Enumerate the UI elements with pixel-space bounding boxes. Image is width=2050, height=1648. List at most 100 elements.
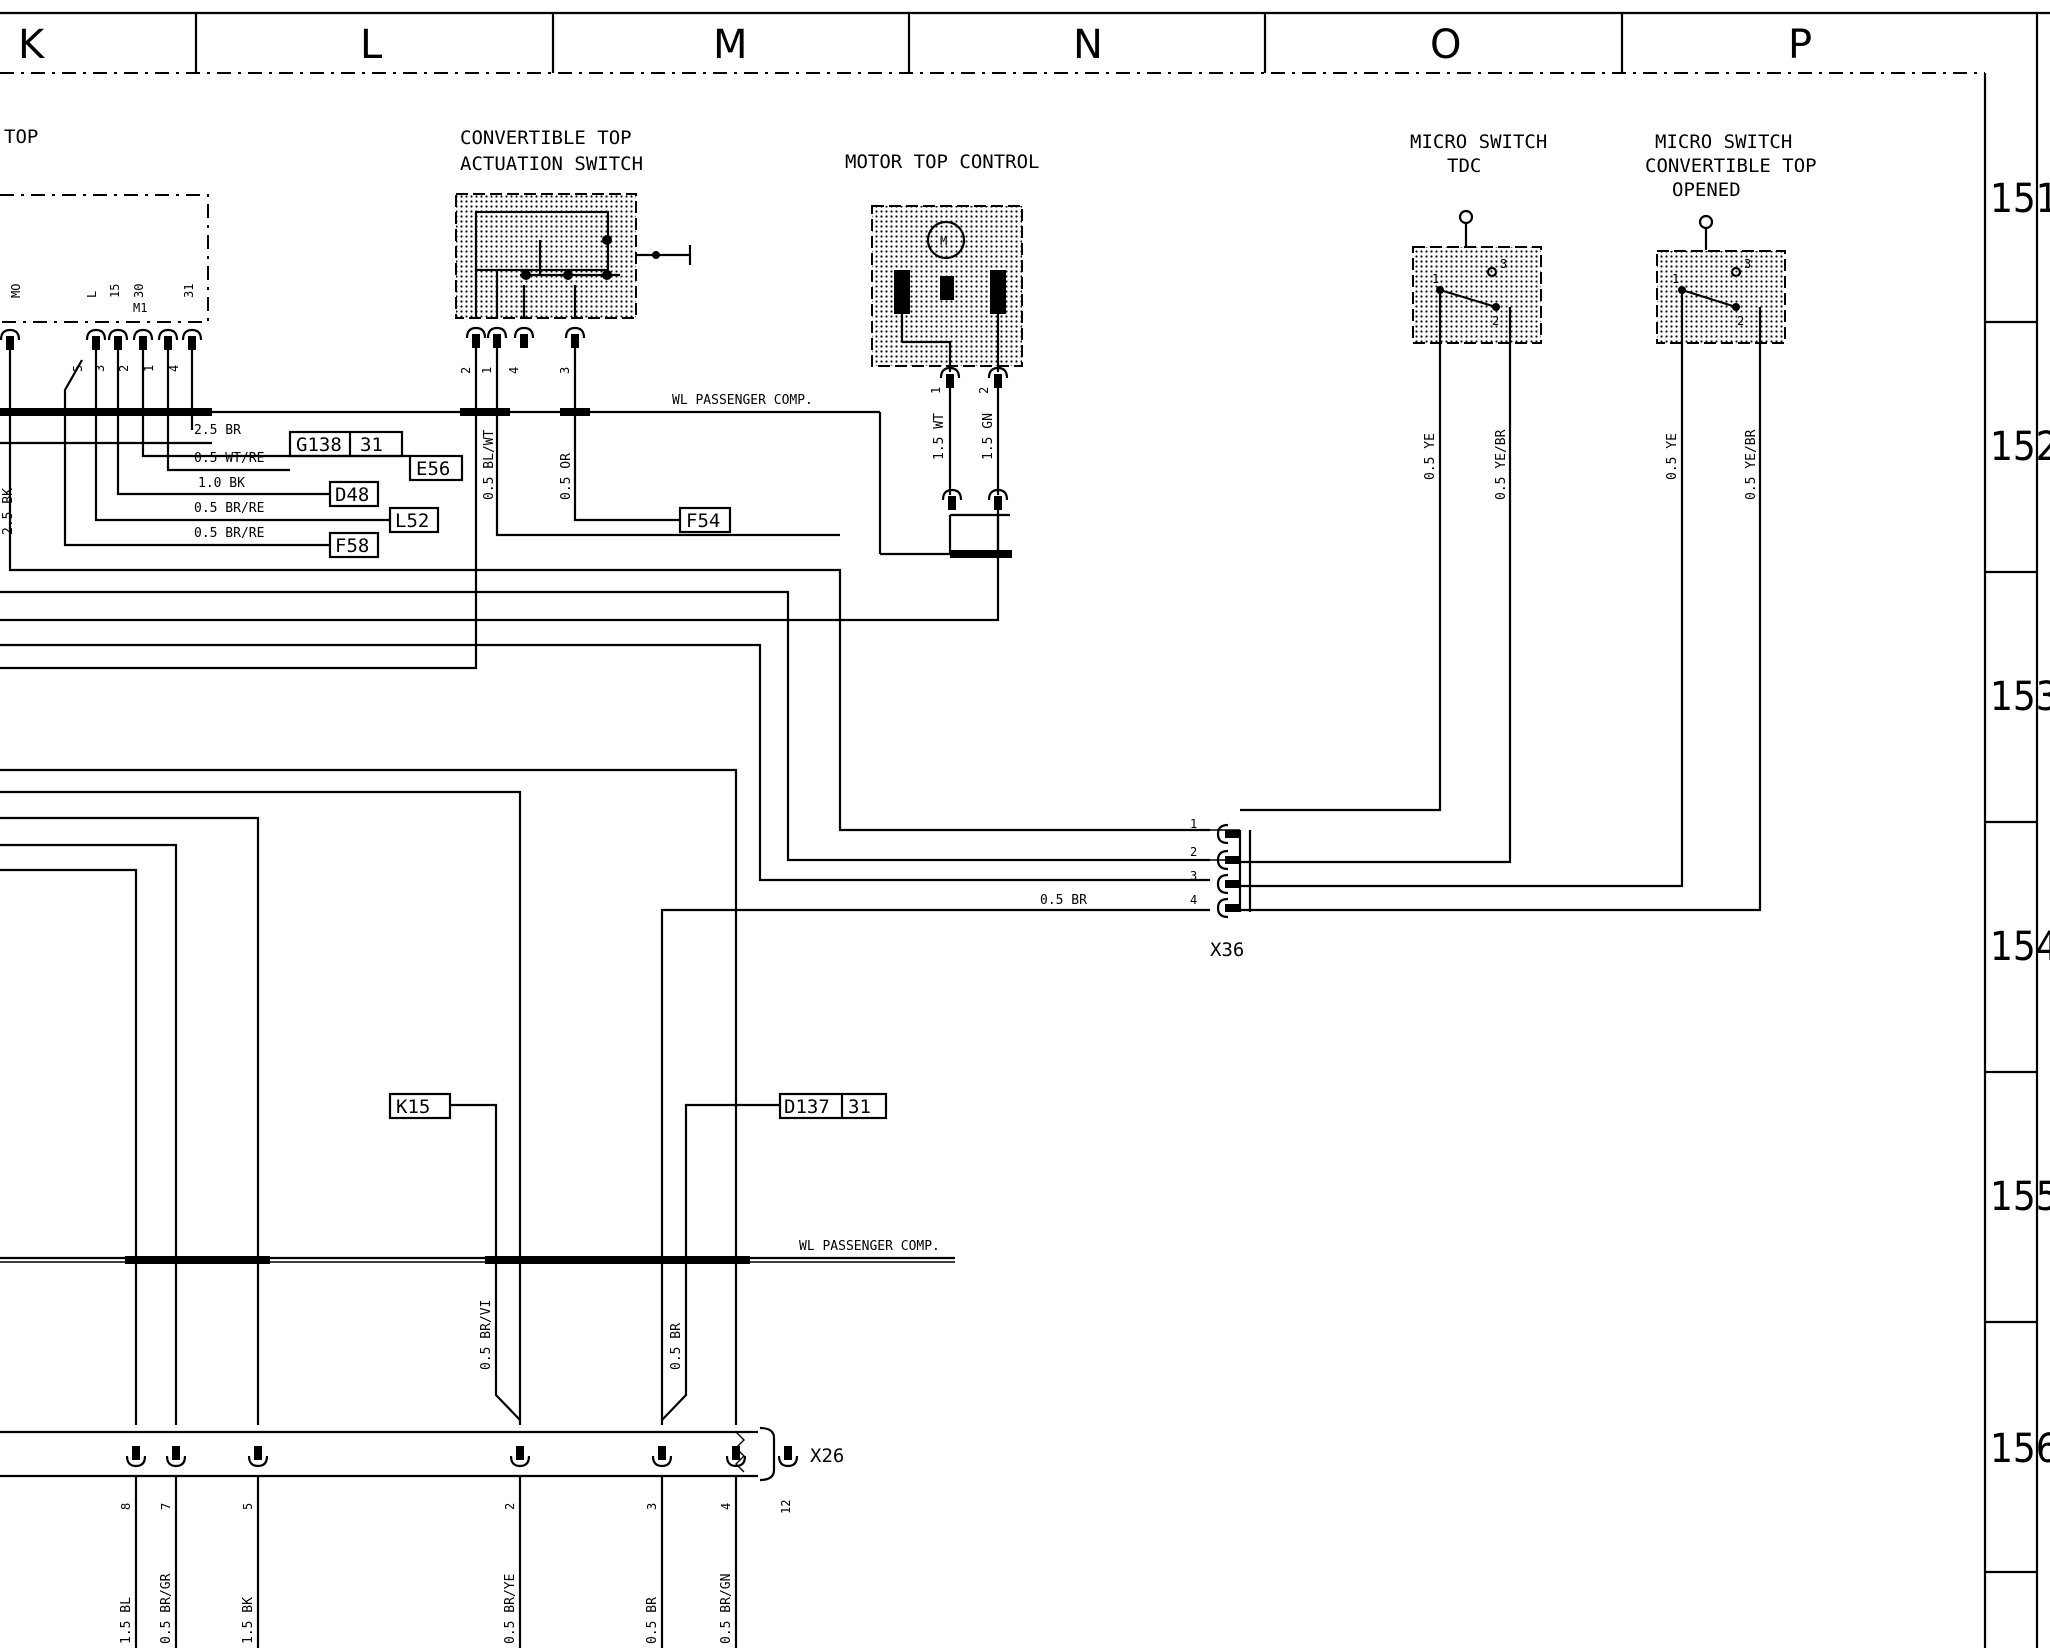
- connector-x26: X26 8 7 5 2 3 4 12: [119, 1444, 844, 1648]
- svg-text:2: 2: [503, 1503, 517, 1510]
- svg-text:F58: F58: [335, 535, 369, 557]
- svg-text:D137: D137: [784, 1096, 830, 1118]
- svg-text:2: 2: [459, 367, 473, 374]
- svg-text:0.5 BR: 0.5 BR: [645, 1597, 660, 1644]
- svg-text:0.5 BR/GR: 0.5 BR/GR: [159, 1573, 174, 1644]
- svg-text:4: 4: [1190, 893, 1197, 907]
- column-header-p: P: [1788, 22, 1812, 68]
- row-number-152: 152: [1990, 424, 2050, 470]
- svg-text:4: 4: [507, 367, 521, 374]
- svg-text:2: 2: [1737, 314, 1744, 328]
- ref-f54: F54: [678, 506, 732, 534]
- svg-text:1.5 BL: 1.5 BL: [119, 1597, 134, 1644]
- svg-text:0.5 BR: 0.5 BR: [669, 1323, 684, 1370]
- svg-text:2: 2: [1190, 845, 1197, 859]
- actuation-switch: CONVERTIBLE TOP ACTUATION SWITCH 2 1 4 3: [455, 127, 692, 374]
- svg-text:1.0 BK: 1.0 BK: [198, 476, 245, 491]
- svg-text:E56: E56: [416, 458, 450, 480]
- svg-text:1.5 WT: 1.5 WT: [932, 413, 947, 460]
- svg-text:5: 5: [241, 1503, 255, 1510]
- row-number-154: 154: [1990, 924, 2050, 970]
- row-number-156: 156: [1990, 1426, 2050, 1472]
- svg-text:CONVERTIBLE TOP: CONVERTIBLE TOP: [1645, 155, 1817, 177]
- svg-text:CONVERTIBLE TOP: CONVERTIBLE TOP: [460, 127, 632, 149]
- ref-e56: E56: [408, 454, 464, 482]
- svg-text:X36: X36: [1210, 939, 1244, 961]
- frame: [0, 11, 2050, 1648]
- svg-text:3: 3: [645, 1503, 659, 1510]
- column-header-o: O: [1430, 22, 1461, 68]
- svg-text:7: 7: [159, 1503, 173, 1510]
- svg-text:1: 1: [480, 367, 494, 374]
- svg-text:1: 1: [1190, 817, 1197, 831]
- svg-text:K15: K15: [396, 1096, 430, 1118]
- svg-text:4: 4: [719, 1503, 733, 1510]
- left-control-unit: TOP MO L 15 30 M1 31 5 3 2 1 4: [0, 126, 209, 372]
- svg-text:0.5 YE/BR: 0.5 YE/BR: [1744, 429, 1759, 500]
- ref-d137: D137 31: [778, 1092, 888, 1120]
- svg-text:0.5 BR/RE: 0.5 BR/RE: [194, 526, 264, 541]
- svg-text:X26: X26: [810, 1445, 844, 1467]
- svg-text:31: 31: [360, 434, 383, 456]
- column-header-n: N: [1073, 22, 1103, 68]
- svg-text:0.5 YE: 0.5 YE: [1423, 433, 1438, 480]
- lower-wiring: [0, 768, 1210, 1482]
- row-number-153: 153: [1990, 674, 2050, 720]
- svg-text:F54: F54: [686, 510, 720, 532]
- connector-x36: 1 2 3 4 X36: [1190, 817, 1252, 961]
- svg-text:1: 1: [1672, 272, 1679, 286]
- column-header-m: M: [713, 22, 748, 68]
- column-header-k: K: [18, 22, 46, 68]
- ref-f58: F58: [328, 531, 380, 559]
- svg-text:M1: M1: [133, 301, 147, 315]
- svg-text:1: 1: [929, 387, 943, 394]
- svg-text:OPENED: OPENED: [1672, 179, 1741, 201]
- row-number-151: 151: [1990, 176, 2050, 222]
- svg-text:1.5 GN: 1.5 GN: [981, 413, 996, 460]
- column-header-l: L: [360, 22, 383, 68]
- svg-text:0.5 BR/RE: 0.5 BR/RE: [194, 501, 264, 516]
- svg-text:0.5 BL/WT: 0.5 BL/WT: [482, 429, 497, 500]
- svg-text:D48: D48: [335, 484, 369, 506]
- upper-wiring: [0, 342, 1762, 912]
- svg-text:15: 15: [108, 284, 122, 298]
- svg-text:1: 1: [142, 365, 156, 372]
- svg-text:2.5 BR: 2.5 BR: [194, 423, 241, 438]
- svg-text:31: 31: [182, 284, 196, 298]
- svg-text:0.5 BR/GN: 0.5 BR/GN: [719, 1574, 734, 1644]
- ref-l52: L52: [388, 506, 440, 534]
- svg-text:2: 2: [1492, 314, 1499, 328]
- svg-text:L52: L52: [395, 510, 429, 532]
- svg-text:12: 12: [779, 1500, 793, 1514]
- harness-label-lower: WL PASSENGER COMP.: [799, 1239, 940, 1254]
- svg-text:3: 3: [1744, 257, 1751, 271]
- left-unit-title: TOP: [4, 126, 38, 148]
- micro-switch-tdc: MICRO SWITCH TDC 1 3 2: [1410, 131, 1547, 344]
- svg-text:3: 3: [1500, 257, 1507, 271]
- svg-text:0.5 YE: 0.5 YE: [1665, 433, 1680, 480]
- row-number-155: 155: [1990, 1174, 2050, 1220]
- svg-text:L: L: [85, 291, 99, 298]
- svg-text:0.5 YE/BR: 0.5 YE/BR: [1494, 429, 1509, 500]
- svg-text:0.5 BR/YE: 0.5 BR/YE: [503, 1574, 518, 1644]
- svg-text:0.5 BR/VI: 0.5 BR/VI: [479, 1300, 494, 1370]
- svg-text:4: 4: [167, 365, 181, 372]
- svg-text:ACTUATION SWITCH: ACTUATION SWITCH: [460, 153, 643, 175]
- svg-text:0.5 OR: 0.5 OR: [559, 453, 574, 500]
- svg-text:TDC: TDC: [1447, 155, 1481, 177]
- svg-text:MICRO SWITCH: MICRO SWITCH: [1655, 131, 1792, 153]
- svg-text:G138: G138: [296, 434, 342, 456]
- svg-text:0.5 BR: 0.5 BR: [1040, 893, 1087, 908]
- svg-text:3: 3: [93, 365, 107, 372]
- svg-text:1: 1: [1432, 272, 1439, 286]
- svg-text:2.5 BK: 2.5 BK: [1, 488, 16, 535]
- svg-text:31: 31: [848, 1096, 871, 1118]
- svg-text:2: 2: [117, 365, 131, 372]
- svg-text:M: M: [940, 234, 947, 248]
- svg-text:MICRO SWITCH: MICRO SWITCH: [1410, 131, 1547, 153]
- svg-text:1.5 BK: 1.5 BK: [241, 1597, 256, 1644]
- svg-text:2: 2: [977, 387, 991, 394]
- svg-text:3: 3: [1190, 869, 1197, 883]
- svg-text:3: 3: [558, 367, 572, 374]
